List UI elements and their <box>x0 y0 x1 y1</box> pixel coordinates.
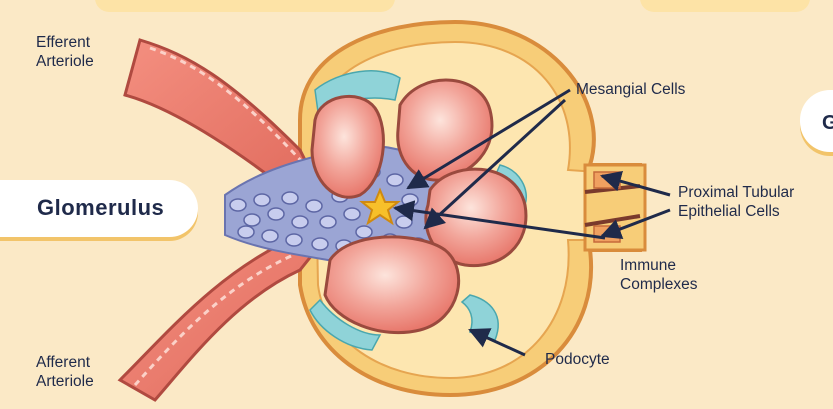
label-immune-line1: Immune <box>620 256 698 275</box>
right-peek-letter: G <box>822 112 833 135</box>
mesangial-cell <box>268 208 284 220</box>
mesangial-cell <box>344 208 360 220</box>
mesangial-cell <box>262 230 278 242</box>
label-afferent-arteriole: Afferent Arteriole <box>36 353 94 391</box>
label-podocyte: Podocyte <box>545 350 610 369</box>
label-efferent-line2: Arteriole <box>36 52 94 71</box>
mesangial-cell <box>286 234 302 246</box>
mesangial-cell <box>396 216 412 228</box>
mesangial-cell <box>402 194 418 206</box>
mesangial-cell <box>312 238 328 250</box>
label-afferent-line1: Afferent <box>36 353 94 372</box>
mesangial-cell <box>230 199 246 211</box>
mesangial-cell <box>282 192 298 204</box>
mesangial-cell <box>254 194 270 206</box>
mesangial-cell <box>244 214 260 226</box>
label-efferent-arteriole: Efferent Arteriole <box>36 33 94 71</box>
label-efferent-line1: Efferent <box>36 33 94 52</box>
mesangial-cell <box>238 226 254 238</box>
label-immune-complexes: Immune Complexes <box>620 256 698 294</box>
label-proximal-line1: Proximal Tubular <box>678 183 794 202</box>
diagram-title: Glomerulus <box>37 195 164 221</box>
mesangial-cell <box>387 174 403 186</box>
label-afferent-line2: Arteriole <box>36 372 94 391</box>
mesangial-cell <box>292 216 308 228</box>
label-mesangial-cells: Mesangial Cells <box>576 80 685 99</box>
mesangial-cell <box>320 216 336 228</box>
afferent-arteriole-vessel <box>120 235 320 400</box>
mesangial-cell <box>306 200 322 212</box>
label-immune-line2: Complexes <box>620 275 698 294</box>
mesangial-cell <box>356 226 372 238</box>
label-proximal-line2: Epithelial Cells <box>678 202 794 221</box>
label-proximal-tubular: Proximal Tubular Epithelial Cells <box>678 183 794 221</box>
